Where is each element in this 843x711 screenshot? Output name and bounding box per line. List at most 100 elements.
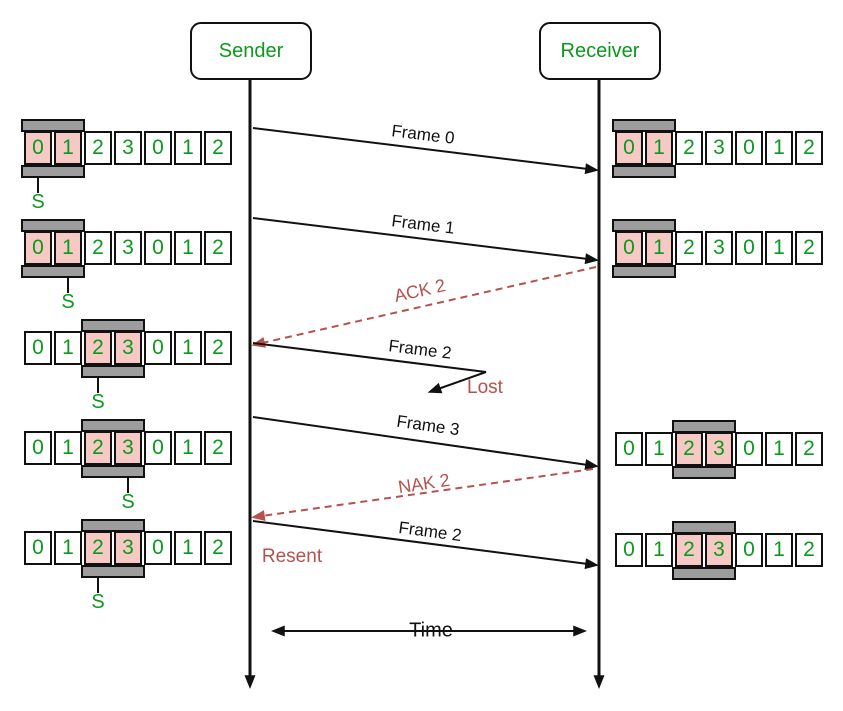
window-bar-bottom bbox=[672, 567, 736, 580]
seq-cell: 1 bbox=[765, 231, 793, 265]
seq-cell: 1 bbox=[765, 432, 793, 466]
pointer-line bbox=[97, 377, 99, 393]
seq-cell: 1 bbox=[645, 131, 673, 165]
seq-cell: 3 bbox=[705, 533, 733, 567]
seq-cell: 2 bbox=[675, 432, 703, 466]
nak2-arrow bbox=[251, 468, 594, 522]
window-bar-top bbox=[672, 521, 736, 534]
seq-cell: 0 bbox=[615, 131, 643, 165]
seq-cell: 0 bbox=[144, 531, 172, 565]
window-bar-top bbox=[21, 119, 85, 132]
seq-cell: 3 bbox=[114, 431, 142, 465]
seq-cell: 2 bbox=[84, 231, 112, 265]
seq-cell: 1 bbox=[54, 331, 82, 365]
window-bar-bottom bbox=[81, 365, 145, 378]
frame0-arrow bbox=[252, 127, 599, 175]
seq-cell: 3 bbox=[114, 531, 142, 565]
frame3-arrow bbox=[252, 416, 599, 471]
seq-cell: 2 bbox=[204, 231, 232, 265]
seq-cell: 2 bbox=[795, 533, 823, 567]
window-bar-bottom bbox=[81, 465, 145, 478]
send-pointer-label: S bbox=[121, 491, 135, 513]
seq-cell: 1 bbox=[174, 331, 202, 365]
window-bar-top bbox=[672, 420, 736, 433]
seq-cell: 1 bbox=[645, 231, 673, 265]
seq-cell: 2 bbox=[675, 231, 703, 265]
seq-cell: 2 bbox=[204, 131, 232, 165]
seq-cell: 1 bbox=[645, 533, 673, 567]
seq-cell: 0 bbox=[735, 533, 763, 567]
window-bar-bottom bbox=[21, 265, 85, 278]
seq-cell: 0 bbox=[144, 431, 172, 465]
seq-cell: 0 bbox=[735, 131, 763, 165]
time-label: Time bbox=[409, 619, 453, 642]
seq-cell: 0 bbox=[24, 431, 52, 465]
send-pointer-label: S bbox=[91, 391, 105, 413]
seq-cell: 1 bbox=[174, 431, 202, 465]
frame2-lost-arrow bbox=[252, 342, 487, 394]
seq-cell: 0 bbox=[144, 131, 172, 165]
seq-cell: 0 bbox=[735, 432, 763, 466]
seq-cell: 1 bbox=[765, 131, 793, 165]
seq-cell: 2 bbox=[795, 131, 823, 165]
window-bar-top bbox=[612, 219, 676, 232]
seq-cell: 0 bbox=[735, 231, 763, 265]
window-bar-top bbox=[81, 419, 145, 432]
window-bar-top bbox=[21, 219, 85, 232]
seq-cell: 0 bbox=[24, 331, 52, 365]
seq-cell: 1 bbox=[54, 131, 82, 165]
seq-cell: 0 bbox=[24, 131, 52, 165]
seq-cell: 1 bbox=[54, 431, 82, 465]
seq-cell: 2 bbox=[84, 531, 112, 565]
seq-cell: 1 bbox=[174, 531, 202, 565]
frame2-resent-arrow bbox=[252, 520, 599, 570]
pointer-line bbox=[127, 477, 129, 493]
seq-cell: 0 bbox=[615, 533, 643, 567]
seq-cell: 1 bbox=[645, 432, 673, 466]
window-bar-bottom bbox=[672, 466, 736, 479]
seq-cell: 3 bbox=[114, 131, 142, 165]
seq-cell: 2 bbox=[84, 431, 112, 465]
frame1-arrow bbox=[252, 217, 599, 265]
pointer-line bbox=[37, 177, 39, 193]
resent-label: Resent bbox=[261, 546, 323, 567]
sender-box: Sender bbox=[190, 22, 312, 80]
window-bar-top bbox=[81, 519, 145, 532]
seq-cell: 0 bbox=[24, 531, 52, 565]
seq-cell: 2 bbox=[204, 431, 232, 465]
seq-cell: 3 bbox=[705, 131, 733, 165]
receiver-box: Receiver bbox=[539, 22, 661, 80]
seq-cell: 0 bbox=[24, 231, 52, 265]
seq-cell: 1 bbox=[765, 533, 793, 567]
send-pointer-label: S bbox=[31, 191, 45, 213]
window-bar-bottom bbox=[21, 165, 85, 178]
seq-cell: 0 bbox=[144, 231, 172, 265]
seq-cell: 2 bbox=[84, 131, 112, 165]
seq-cell: 3 bbox=[705, 231, 733, 265]
window-bar-top bbox=[81, 319, 145, 332]
seq-cell: 1 bbox=[174, 231, 202, 265]
send-pointer-label: S bbox=[91, 591, 105, 613]
window-bar-bottom bbox=[612, 165, 676, 178]
window-bar-bottom bbox=[81, 565, 145, 578]
seq-cell: 0 bbox=[144, 331, 172, 365]
ack2-arrow bbox=[251, 266, 597, 348]
seq-cell: 0 bbox=[615, 432, 643, 466]
lost-label: Lost bbox=[467, 377, 503, 398]
pointer-line bbox=[67, 277, 69, 293]
seq-cell: 2 bbox=[795, 432, 823, 466]
